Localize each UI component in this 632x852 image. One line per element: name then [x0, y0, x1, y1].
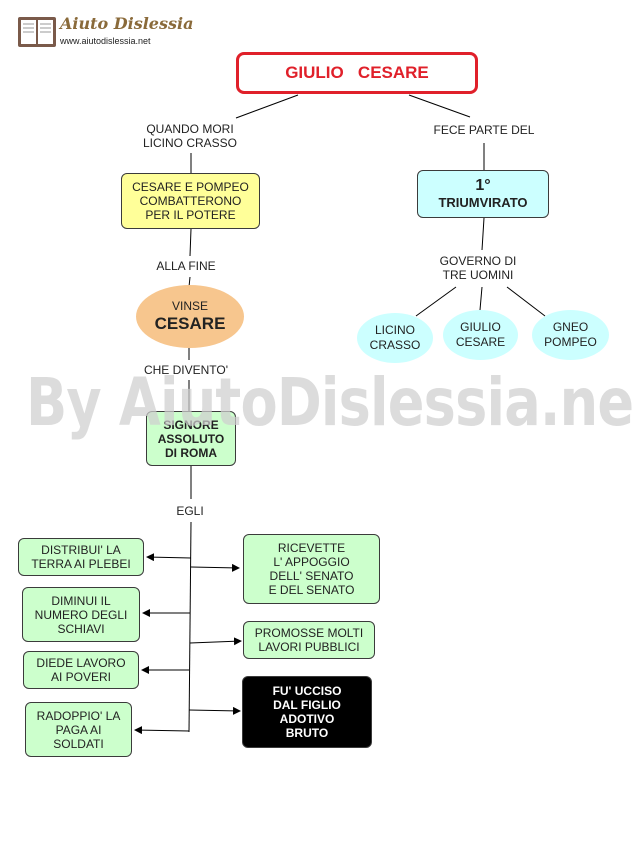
- link-egli: EGLI: [176, 504, 204, 518]
- box-fu-ucciso: FU' UCCISO DAL FIGLIO ADOTIVO BRUTO: [242, 676, 372, 748]
- triumvirato-number: 1°: [475, 177, 491, 194]
- vinse-label: VINSE: [171, 299, 208, 313]
- box-ricevette-appoggio: RICEVETTE L' APPOGGIO DELL' SENATO E DEL…: [243, 534, 380, 604]
- ellipse-gneo-pompeo: GNEO POMPEO: [532, 310, 609, 360]
- triumvirato-label: TRIUMVIRATO: [438, 195, 528, 210]
- box-distribui-terra: DISTRIBUI' LA TERRA AI PLEBEI: [18, 538, 144, 576]
- book-logo-icon: [18, 17, 56, 47]
- ellipse-licino-crasso: LICINO CRASSO: [357, 313, 433, 363]
- link-fece-parte: FECE PARTE DEL: [433, 123, 535, 137]
- box-signore-assoluto: SIGNORE ASSOLUTO DI ROMA: [146, 411, 236, 466]
- logo: Aiuto Dislessia www.aiutodislessia.net: [17, 14, 193, 50]
- link-alla-fine: ALLA FINE: [156, 259, 216, 273]
- box-promosse-lavori: PROMOSSE MOLTI LAVORI PUBBLICI: [243, 621, 375, 659]
- link-che-divento: CHE DIVENTO': [143, 363, 229, 377]
- link-quando-mori: QUANDO MORI LICINO CRASSO: [142, 122, 238, 150]
- title-text: GIULIO CESARE: [285, 63, 429, 82]
- box-diede-lavoro: DIEDE LAVORO AI POVERI: [23, 651, 139, 689]
- logo-title: Aiuto Dislessia: [60, 14, 194, 33]
- title-box: GIULIO CESARE: [236, 52, 478, 94]
- cesare-label: CESARE: [154, 314, 226, 333]
- logo-url: www.aiutodislessia.net: [60, 36, 151, 46]
- box-diminui-schiavi: DIMINUI IL NUMERO DEGLI SCHIAVI: [22, 587, 140, 642]
- ellipse-vinse-cesare: VINSE CESARE: [136, 285, 244, 348]
- link-governo: GOVERNO DI TRE UOMINI: [439, 254, 517, 282]
- box-raddoppio-paga: RADOPPIO' LA PAGA AI SOLDATI: [25, 702, 132, 757]
- box-triumvirato: 1° TRIUMVIRATO: [417, 170, 549, 218]
- box-cesare-pompeo: CESARE E POMPEO COMBATTERONO PER IL POTE…: [121, 173, 260, 229]
- ellipse-giulio-cesare: GIULIO CESARE: [443, 310, 518, 360]
